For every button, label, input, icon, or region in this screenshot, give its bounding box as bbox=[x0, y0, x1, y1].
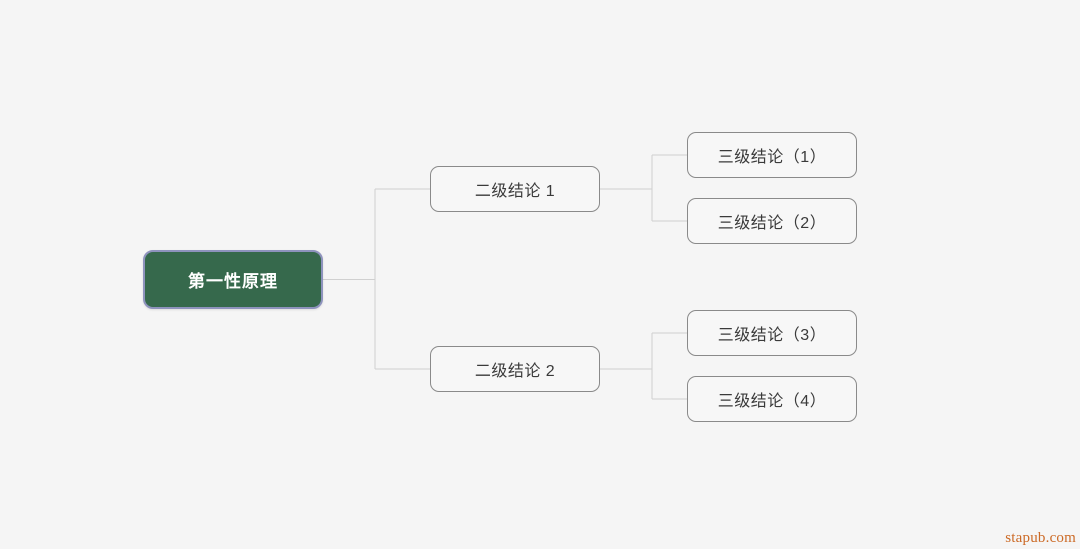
node-level3-2[interactable]: 三级结论（2） bbox=[687, 198, 857, 244]
node-level3-1-label: 三级结论（1） bbox=[717, 149, 827, 166]
node-level3-4-label: 三级结论（4） bbox=[717, 393, 827, 410]
node-level2-2-label: 二级结论 2 bbox=[474, 363, 556, 380]
node-level2-1-label: 二级结论 1 bbox=[474, 183, 556, 200]
node-root[interactable]: 第一性原理 bbox=[143, 250, 323, 309]
node-level2-1[interactable]: 二级结论 1 bbox=[430, 166, 600, 212]
node-level3-4[interactable]: 三级结论（4） bbox=[687, 376, 857, 422]
node-level3-1[interactable]: 三级结论（1） bbox=[687, 132, 857, 178]
node-level2-2[interactable]: 二级结论 2 bbox=[430, 346, 600, 392]
node-level3-3[interactable]: 三级结论（3） bbox=[687, 310, 857, 356]
node-level3-2-label: 三级结论（2） bbox=[717, 215, 827, 232]
watermark: stapub.com bbox=[1005, 530, 1076, 546]
node-root-label: 第一性原理 bbox=[188, 272, 278, 291]
node-level3-3-label: 三级结论（3） bbox=[717, 327, 827, 344]
